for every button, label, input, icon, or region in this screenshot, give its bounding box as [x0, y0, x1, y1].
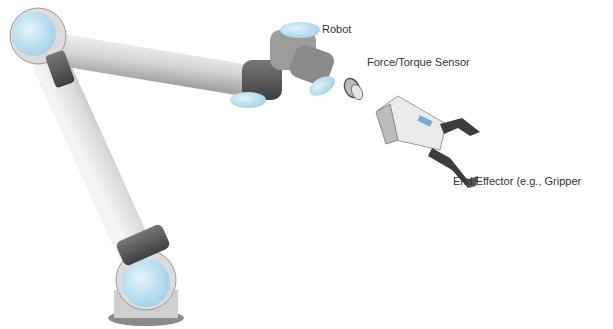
joint-cap	[230, 92, 266, 108]
gripper-logo	[417, 115, 432, 126]
upper-link	[50, 48, 255, 82]
joint-collar	[115, 223, 171, 267]
sensor-face	[349, 83, 365, 102]
joint-cap	[280, 22, 320, 38]
part-label: Robot	[322, 23, 351, 36]
gripper-finger	[440, 118, 480, 136]
part-label: End Effector (e.g., Gripper	[453, 175, 581, 188]
part-label: Force/Torque Sensor	[367, 56, 470, 69]
joint-cap	[12, 12, 56, 56]
gripper-mount	[376, 104, 398, 144]
joint-cap	[122, 259, 170, 307]
tool-flange	[306, 72, 338, 100]
joint-collar	[45, 50, 75, 89]
